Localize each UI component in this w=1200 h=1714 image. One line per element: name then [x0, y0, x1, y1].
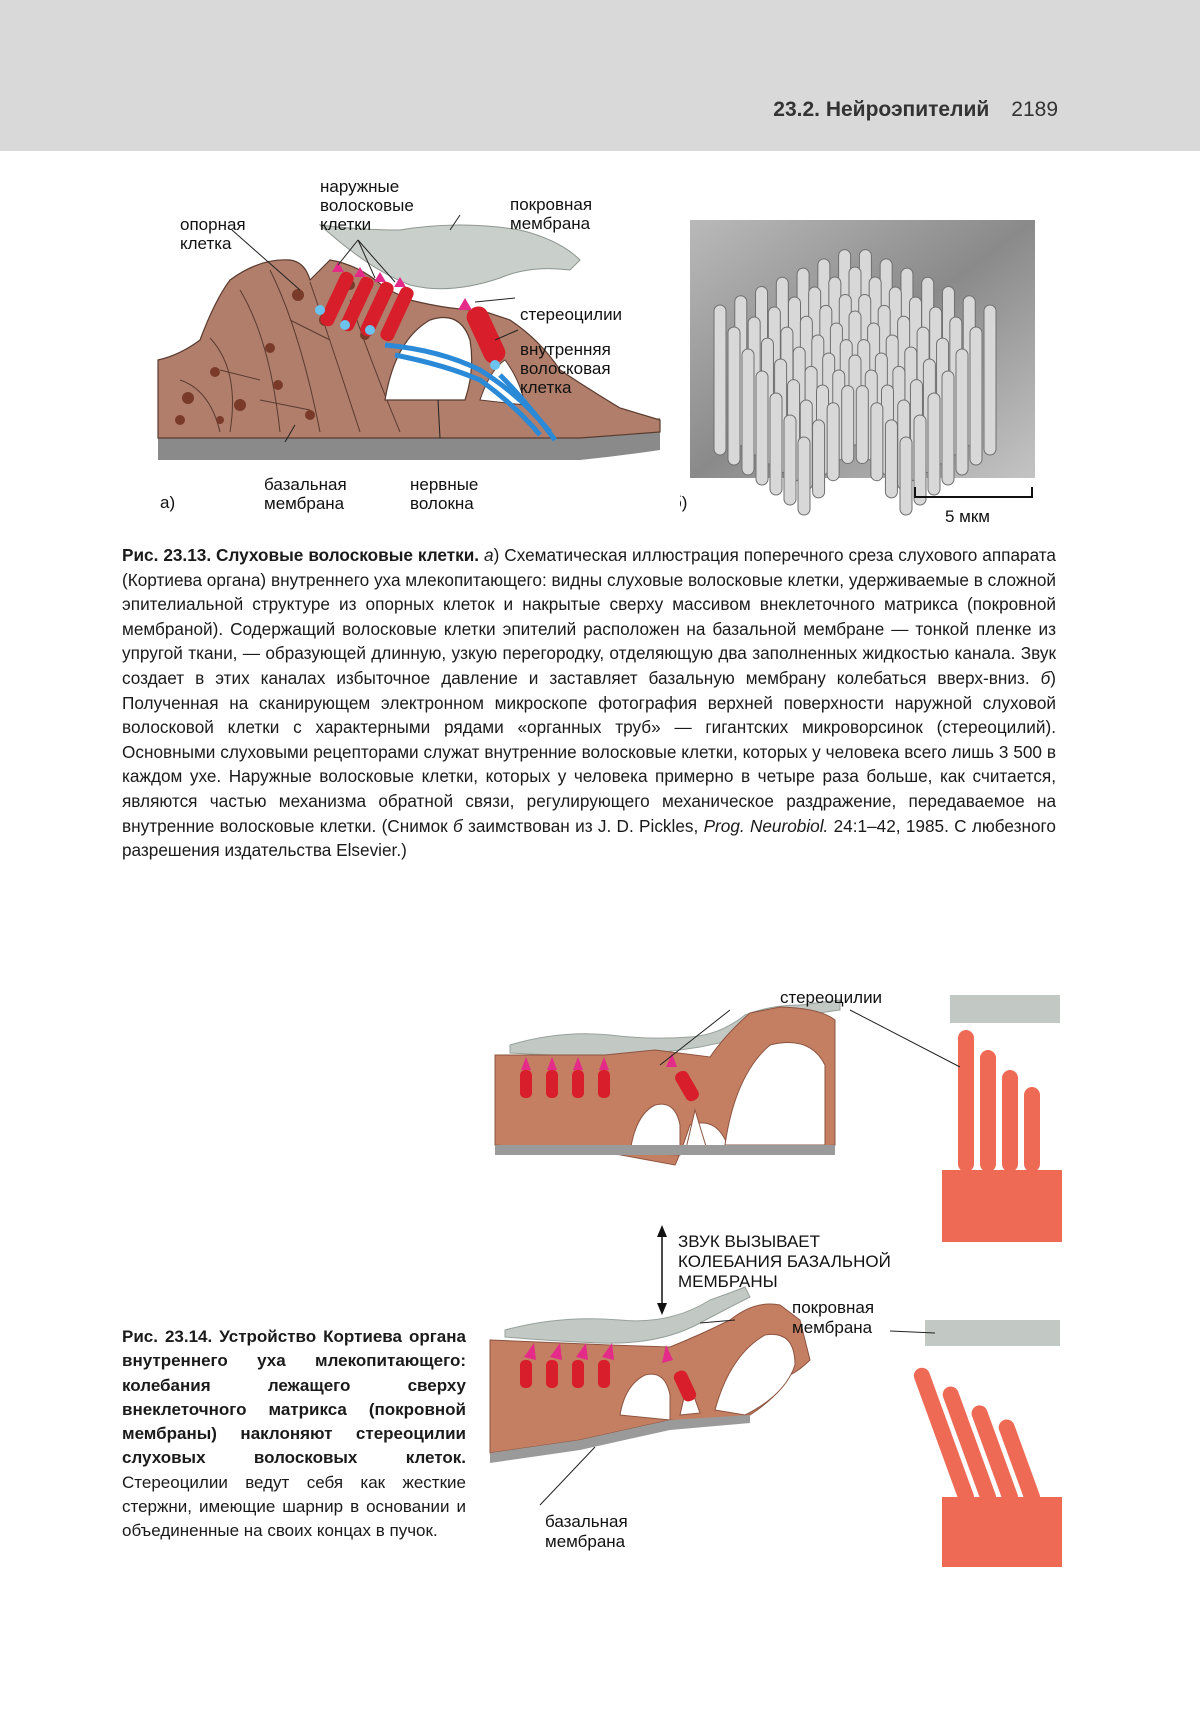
caption-journal: Prog. Neurobiol. [703, 815, 829, 836]
stereocilium [955, 348, 969, 476]
caption-text-b: ) Полученная на сканирующем электронном … [122, 667, 1056, 836]
hair-cells-top [520, 1070, 699, 1102]
stereocilium [755, 370, 769, 486]
inner-hair-cell [458, 298, 506, 364]
space-bottom-1 [619, 1373, 671, 1421]
stereocilium [870, 402, 884, 482]
figure-23-14-caption: Рис. 23.14. Устройство Кортиева органа в… [122, 1325, 466, 1544]
space-bottom-3 [714, 1333, 796, 1416]
outer-hair-cells [320, 262, 414, 342]
stereocilium [913, 414, 927, 506]
stereocilium [783, 414, 797, 506]
caption-marker-b: б [1040, 667, 1051, 688]
stereocilium [741, 348, 755, 476]
hair-cells-bottom [520, 1360, 697, 1402]
deflected-state [489, 1286, 811, 1463]
stereocilium [927, 392, 941, 496]
caption-23-14-title: Рис. 23.14. Устройство Кортиева органа в… [122, 1327, 466, 1468]
leader-lines-23-14 [539, 1009, 961, 1506]
enlarged-bundle-bottom [913, 1320, 1062, 1567]
figure-23-13b-micrograph: 5 мкм б) [680, 220, 1035, 526]
resting-state [494, 999, 841, 1166]
vibration-arrow [657, 1225, 667, 1315]
stereocilium [727, 326, 741, 466]
caption-marker-b2: б [453, 815, 463, 836]
label-stereocilia: стереоцилии [520, 305, 622, 324]
stereocilium [769, 392, 783, 496]
label-stereocilia-23-14: стереоцилии [780, 988, 882, 1007]
label-panel-a: а) [160, 493, 175, 512]
running-header-band [0, 0, 1200, 151]
caption-marker-a: а [484, 545, 494, 565]
space-top-3 [724, 1042, 826, 1146]
stereocilium [797, 436, 811, 516]
figure-23-13-caption: Рис. 23.13. Слуховые волосковые клетки. … [122, 543, 1056, 863]
caption-text-c: заимствован из J. D. Pickles, [462, 815, 704, 836]
nerve-endings [315, 305, 500, 370]
tectorial-block-top [950, 995, 1060, 1023]
stereocilium [884, 419, 898, 499]
stereocilium [899, 436, 913, 516]
enlarged-bundle-top [942, 995, 1062, 1242]
stereocilium [855, 385, 869, 465]
tectorial-block-bottom [925, 1320, 1060, 1346]
stereocilia-rows [713, 249, 997, 516]
cell-apex-bottom [942, 1497, 1062, 1567]
tectorial-membrane-bottom [504, 1286, 751, 1344]
basilar-membrane-shape [158, 418, 660, 460]
cell-apex-top [942, 1170, 1062, 1242]
scale-bar [914, 487, 1033, 498]
stereocilium [841, 385, 855, 465]
caption-text-a: ) Схематическая иллюстрация поперечного … [122, 545, 1056, 688]
leader-lines [231, 214, 519, 443]
tectorial-membrane-shape [318, 224, 581, 290]
caption-23-14-text: Стереоцилии ведут себя как жесткие стерж… [122, 1472, 466, 1541]
stereocilium [713, 304, 727, 456]
stereocilia-bottom [524, 1343, 673, 1363]
stereocilium [812, 419, 826, 499]
stereocilia-top [521, 1053, 677, 1070]
section-title: 23.2. Нейроэпителий [773, 98, 990, 121]
nerve-fibers [384, 342, 557, 442]
basilar-membrane-top [495, 1145, 835, 1155]
caption-23-13-title: Рис. 23.13. Слуховые волосковые клетки. [122, 545, 480, 565]
label-panel-b: б) [680, 493, 687, 512]
stereocilium [983, 304, 997, 456]
caption-text-d: 24:1–42, 1985. С любезного разрешения из… [122, 815, 1056, 861]
running-header: 23.2. Нейроэпителий 2189 [773, 98, 1058, 122]
stereocilium [969, 326, 983, 466]
space-top-1 [629, 1103, 681, 1156]
label-scale-bar: 5 мкм [945, 507, 990, 526]
stereocilium [941, 370, 955, 486]
basilar-membrane-bottom [490, 1415, 750, 1463]
stereocilium [826, 402, 840, 482]
page-number: 2189 [1011, 98, 1058, 121]
